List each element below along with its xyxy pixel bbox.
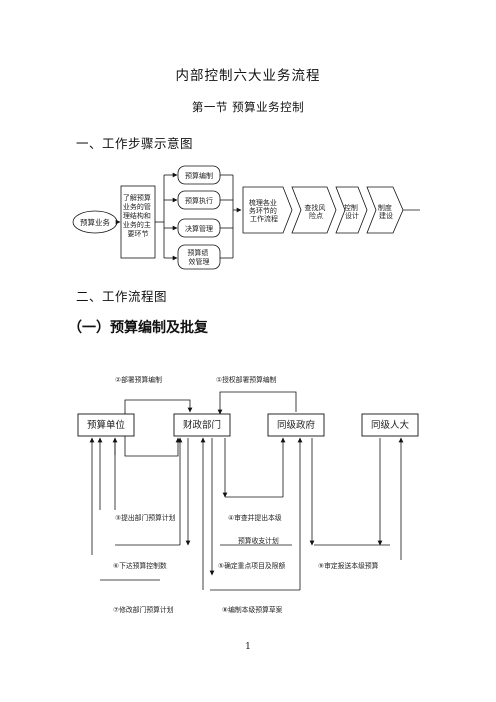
start-label: 预算业务 [80,217,110,227]
page-number: 1 [245,642,251,652]
heading-work-steps: 一、工作步骤示意图 [76,136,194,151]
label-authorize: ①授权部署预算编制 [216,375,277,384]
svg-text:财政部门: 财政部门 [183,419,221,431]
box-npc [361,413,419,437]
svg-text:同级政府: 同级政府 [277,419,316,431]
label-deploy: ②部署预算编制 [115,375,162,384]
svg-text:查找风 险点: 查找风 险点 [304,203,327,220]
svg-text:决算管理: 决算管理 [185,224,213,233]
understand-text: 了解预算 业务的管 理结构和 业务的主 要环节 [123,193,153,238]
svg-text:预算绩 效管理: 预算绩 效管理 [187,248,210,266]
label-step4b: 预算收支计划 [238,536,279,545]
label-step6: ⑥下达预算控制数 [113,561,167,570]
label-step8: ⑧编制本级预算草案 [222,605,283,614]
arrow-control [335,186,368,234]
svg-text:同级人大: 同级人大 [371,419,410,431]
section-title: 第一节 预算业务控制 [191,100,305,114]
arrow-risk [291,186,337,234]
arrow-workflow [242,186,293,234]
arrow-system [366,186,404,234]
box-finance [173,413,231,437]
heading-workflow: 二、工作流程图 [76,289,168,304]
label-step4: ④审查并提出本级 [228,513,282,522]
svg-text:控制 设计: 控制 设计 [344,203,360,220]
svg-text:预算编制: 预算编制 [185,171,213,180]
label-step7: ⑦修改部门预算计划 [113,605,174,614]
document-title: 内部控制六大业务流程 [175,68,321,84]
step-performance [177,244,221,270]
svg-text:预算单位: 预算单位 [87,419,126,431]
label-step9: ⑨审定报送本级预算 [318,561,379,570]
understand-box [120,185,156,259]
heading-budget-compilation: （一）预算编制及批复 [68,320,208,336]
box-budget-unit [77,413,135,437]
svg-text:预算执行: 预算执行 [185,196,213,205]
label-step5: ⑤确定重点项目及限额 [218,561,285,570]
box-government [267,413,325,437]
svg-text:梳理各业 务环节的 工作流程: 梳理各业 务环节的 工作流程 [249,198,279,223]
label-step3: ③提出部门预算计划 [115,513,176,522]
svg-text:制度 建设: 制度 建设 [378,203,394,220]
